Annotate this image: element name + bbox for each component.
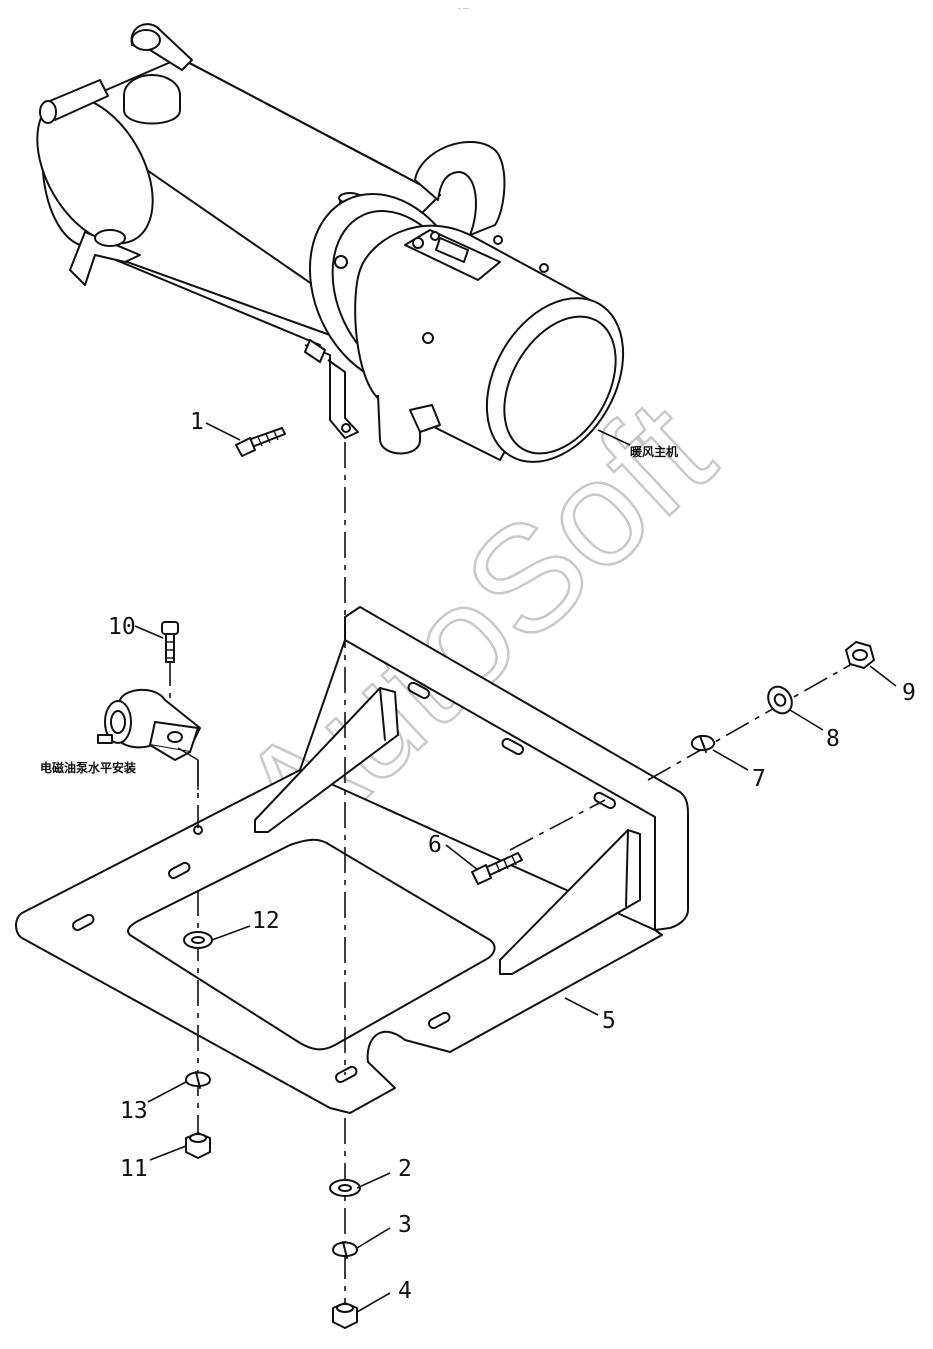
heater-main-unit bbox=[36, 23, 625, 463]
mounting-plate bbox=[15, 606, 689, 1114]
pump-horizontal-install-label: 电磁油泵水平安装 bbox=[40, 760, 136, 775]
screw-part-10 bbox=[161, 621, 179, 663]
callout-8: 8 bbox=[826, 726, 840, 752]
callout-4: 4 bbox=[398, 1278, 412, 1304]
callout-6: 6 bbox=[428, 832, 442, 858]
callout-2: 2 bbox=[398, 1156, 412, 1182]
assembly-centerlines bbox=[169, 442, 851, 1320]
spring-washer-part-3 bbox=[332, 1241, 358, 1259]
bolt-part-1 bbox=[235, 427, 286, 457]
heater-main-unit-label: 暖风主机 bbox=[630, 444, 678, 459]
nut-part-11 bbox=[185, 1132, 211, 1159]
nut-part-4 bbox=[332, 1302, 358, 1329]
fasteners bbox=[161, 427, 875, 1329]
callout-12-13-label: 13 bbox=[120, 1098, 148, 1124]
callout-7: 7 bbox=[752, 766, 766, 792]
washer-part-2 bbox=[329, 1179, 361, 1197]
solenoid-oil-pump bbox=[97, 688, 201, 761]
nut-part-9 bbox=[845, 641, 875, 669]
callout-5: 5 bbox=[602, 1008, 616, 1034]
callout-1: 1 bbox=[190, 409, 204, 435]
washer-part-12 bbox=[183, 931, 213, 949]
spring-washer-part-13 bbox=[185, 1071, 211, 1089]
leader-lines bbox=[134, 422, 897, 1313]
callout-10: 10 bbox=[108, 614, 136, 640]
callout-12: 12 bbox=[252, 908, 280, 934]
callout-9: 9 bbox=[902, 680, 916, 706]
callout-numbers: 1 2 3 4 5 6 7 8 9 10 11 13 12 bbox=[108, 409, 916, 1304]
header-mark: – — bbox=[458, 5, 469, 12]
washer-part-8 bbox=[767, 685, 793, 715]
callout-11: 11 bbox=[120, 1156, 148, 1182]
spring-washer-part-7 bbox=[690, 734, 716, 753]
callout-3: 3 bbox=[398, 1212, 412, 1238]
